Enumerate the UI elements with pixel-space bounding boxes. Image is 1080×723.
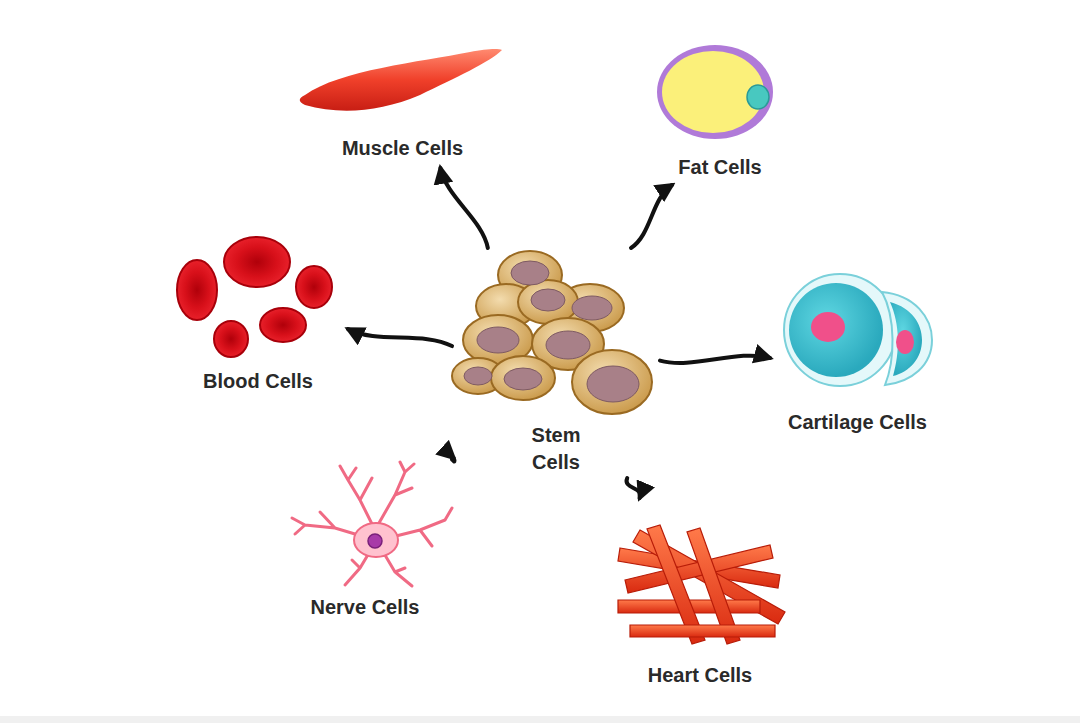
cell-label: Heart Cells — [645, 662, 756, 689]
nerve-cell — [292, 462, 452, 586]
cartilage-cells — [784, 274, 932, 386]
bottom-bar — [0, 716, 1080, 723]
differentiation-arrow — [348, 329, 452, 346]
fat-cell-node: Fat Cells — [640, 38, 800, 185]
differentiation-arrow — [660, 356, 770, 363]
blood-cells — [177, 237, 332, 357]
differentiation-arrow — [631, 185, 672, 248]
stem-cell-node: Stem Cells — [452, 248, 660, 478]
muscle-cell-node: Muscle Cells — [295, 40, 510, 168]
cell-label: Cartilage Cells — [785, 409, 930, 436]
heart-muscle-fibers — [618, 525, 785, 644]
differentiation-arrow — [440, 168, 487, 248]
stem-cell-cluster — [452, 251, 652, 414]
blood-cell-node: Blood Cells — [168, 232, 348, 397]
fat-cell — [657, 45, 773, 139]
cartilage-cell-node: Cartilage Cells — [770, 272, 945, 440]
cell-label: Stem Cells — [517, 422, 595, 476]
cell-label: Blood Cells — [200, 368, 316, 395]
differentiation-arrow — [451, 456, 454, 461]
cell-label: Fat Cells — [675, 154, 764, 181]
nerve-cell-node: Nerve Cells — [270, 458, 460, 623]
muscle-cell — [300, 49, 502, 111]
differentiation-arrow — [627, 478, 641, 498]
cell-label: Nerve Cells — [308, 594, 423, 621]
cell-label: Muscle Cells — [339, 135, 466, 162]
heart-cell-node: Heart Cells — [605, 498, 795, 693]
